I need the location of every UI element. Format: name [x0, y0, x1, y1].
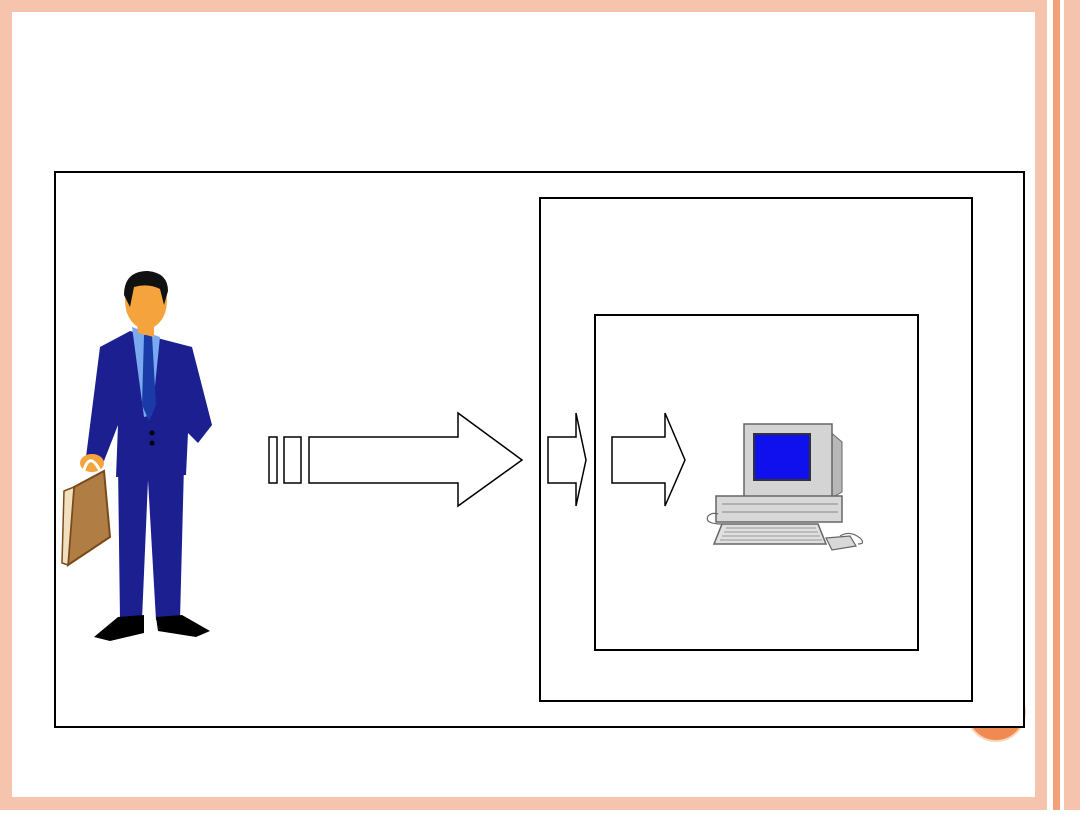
computer-screen — [753, 433, 811, 481]
large-arrow-right — [308, 411, 524, 508]
slide-frame-right — [1035, 0, 1080, 810]
flow-arrows — [268, 411, 686, 508]
slide-frame-right-stripes — [1035, 0, 1080, 810]
small-arrow-right-2 — [611, 412, 686, 507]
small-arrow-right-1 — [547, 412, 587, 507]
slide-frame-top — [0, 0, 1035, 12]
slide-frame-left — [0, 0, 12, 810]
system-boundary-box — [539, 197, 973, 702]
computer-boundary-box — [594, 314, 919, 651]
slide-frame-bottom — [0, 797, 1035, 810]
businessman-with-briefcase-icon — [61, 271, 212, 641]
desktop-computer-icon — [706, 423, 864, 551]
arrow-tail-bar-1 — [268, 436, 278, 484]
arrow-tail-bar-2 — [283, 436, 302, 484]
